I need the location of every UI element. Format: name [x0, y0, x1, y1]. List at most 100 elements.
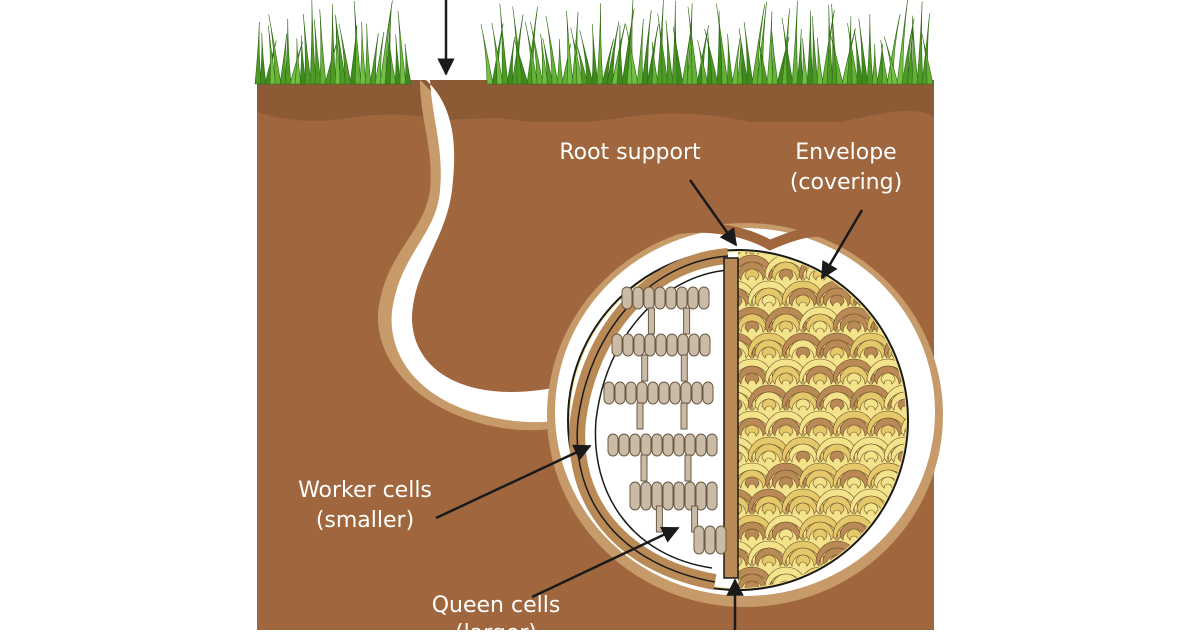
- tunnel-edge: [377, 80, 620, 431]
- topsoil: [257, 80, 934, 122]
- comb-cell: [658, 381, 670, 405]
- grass-blade: [268, 14, 282, 85]
- comb-tiers: [603, 286, 727, 555]
- comb-cell: [666, 333, 678, 357]
- envelope-swirl: [795, 294, 811, 307]
- comb-cell: [621, 286, 633, 310]
- entrance-tunnel: [377, 80, 620, 431]
- comb-cell: [704, 525, 716, 555]
- envelope-swirl: [744, 424, 760, 437]
- grass-blade: [506, 37, 515, 85]
- envelope-swirl: [812, 528, 828, 541]
- grass-blade: [374, 31, 385, 85]
- comb-cell: [640, 433, 652, 457]
- grass-blade: [334, 14, 347, 85]
- grass-blade: [353, 0, 362, 85]
- envelope-swirl: [730, 566, 774, 588]
- grass-blade: [556, 39, 564, 85]
- envelope-swirl: [761, 294, 777, 307]
- comb-support: [680, 354, 688, 382]
- grass-blade: [299, 35, 307, 85]
- envelope-swirl: [863, 502, 879, 515]
- envelope-swirl: [761, 346, 777, 359]
- root-support: [640, 222, 835, 251]
- comb-cell: [611, 333, 623, 357]
- envelope-swirl: [829, 502, 845, 515]
- comb-cell: [622, 333, 634, 357]
- comb-cell: [695, 481, 707, 511]
- grass-blade: [806, 10, 814, 85]
- comb-support: [655, 505, 663, 533]
- grass-blade: [697, 40, 709, 85]
- arrow-icon: [435, 444, 592, 520]
- envelope-swirl: [737, 573, 767, 588]
- grass-blade: [540, 33, 549, 85]
- grass-blade: [829, 32, 844, 85]
- comb-cell: [684, 433, 696, 457]
- label-worker-cells: Worker cells: [298, 478, 432, 503]
- comb-cell: [654, 286, 666, 310]
- envelope-swirl: [778, 268, 794, 281]
- envelope-swirl: [761, 502, 777, 515]
- grass-blade: [480, 24, 494, 85]
- comb-cell: [662, 433, 674, 457]
- grass-blade: [665, 20, 674, 85]
- envelope-swirl: [866, 462, 906, 489]
- comb-cell: [676, 286, 688, 310]
- envelope-swirl: [778, 528, 794, 541]
- grass-blade: [579, 30, 594, 85]
- envelope-swirl: [863, 346, 879, 359]
- envelope-swirl: [829, 346, 845, 359]
- grass-blade: [651, 41, 659, 85]
- arrow-icon: [531, 526, 680, 599]
- envelope-swirl: [866, 410, 906, 437]
- grass-blade: [854, 30, 864, 85]
- envelope-swirl: [829, 294, 845, 307]
- grass-blade: [871, 43, 879, 85]
- comb-support: [684, 454, 692, 482]
- arrow-icon: [820, 209, 864, 280]
- label-worker-cells-sub: (smaller): [316, 508, 414, 533]
- label-root-support: Root support: [559, 140, 701, 165]
- grass-blade: [267, 25, 277, 85]
- grass-blade: [499, 3, 509, 85]
- envelope-swirl: [846, 424, 862, 437]
- comb-cell: [702, 381, 714, 405]
- grass-blade: [791, 0, 799, 85]
- labels: Root support Envelope (covering) Worker …: [298, 140, 902, 634]
- envelope-swirl: [764, 566, 808, 588]
- comb-cell: [607, 433, 619, 457]
- comb-cell: [633, 333, 645, 357]
- comb-cell: [687, 286, 699, 310]
- envelope-swirl: [812, 372, 828, 385]
- grass-blade: [916, 1, 924, 85]
- grass-blade: [880, 39, 889, 85]
- grass-blade: [364, 23, 372, 85]
- grass: [254, 0, 934, 85]
- grass-blade: [369, 33, 379, 85]
- comb-cell: [655, 333, 667, 357]
- grass-blade: [530, 21, 544, 85]
- grass-blade: [921, 32, 934, 85]
- comb-support: [647, 307, 655, 335]
- comb-cell: [629, 433, 641, 457]
- grass-blade: [636, 19, 644, 85]
- grass-blade: [738, 28, 749, 85]
- grass-blade: [302, 13, 312, 85]
- comb-support: [636, 402, 644, 430]
- comb-cell: [643, 286, 655, 310]
- comb-cell: [618, 433, 630, 457]
- grass-blade: [801, 38, 809, 85]
- envelope-swirl: [795, 554, 811, 567]
- grass-blade: [329, 4, 337, 85]
- envelope-swirl: [846, 320, 862, 333]
- grass-blade: [397, 10, 407, 85]
- comb-cell: [644, 333, 656, 357]
- grass-blade: [616, 25, 624, 85]
- label-queen-cells: Queen cells: [432, 593, 561, 618]
- tunnel-passage: [391, 80, 612, 423]
- comb-cell: [715, 525, 727, 555]
- envelope-swirl: [846, 372, 862, 385]
- grass-blade: [491, 22, 504, 85]
